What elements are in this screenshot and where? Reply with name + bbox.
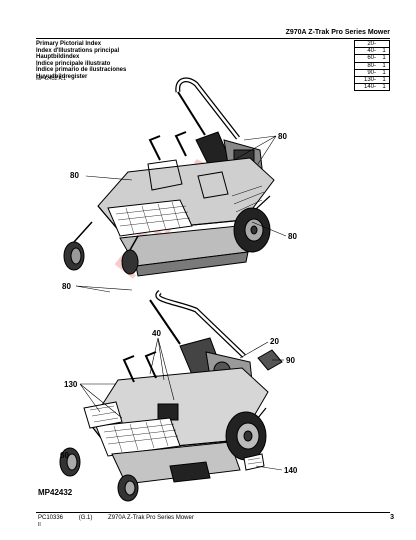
header-rule — [36, 38, 390, 39]
callout-80-right: 80 — [288, 232, 297, 241]
reference-label: 140- — [354, 83, 379, 92]
callout-130: 130 — [64, 380, 78, 389]
callout-80-bottom: 80 — [62, 282, 71, 291]
reference-mark: 1 — [379, 76, 390, 85]
top-mower-drawing — [63, 77, 275, 277]
callout-20: 20 — [270, 337, 279, 346]
reference-row: 130-1 — [354, 76, 390, 85]
reference-row: 80-1 — [354, 61, 390, 70]
callout-60: 60 — [60, 451, 69, 460]
reference-label: 20- — [354, 39, 379, 49]
index-title-en: Primary Pictorial Index — [36, 41, 102, 47]
page-header-title: Z970A Z-Trak Pro Series Mower — [285, 29, 390, 36]
reference-label: 90- — [354, 68, 379, 78]
reference-label: 80- — [354, 61, 379, 70]
footer-doc-code: PC10336 — [38, 515, 64, 521]
reference-mark: 1 — [379, 61, 390, 70]
index-title-sv: Huvudbildregister — [36, 73, 88, 80]
index-title-fr: Index d'Illustrations principal — [36, 47, 120, 54]
reference-label: 40- — [354, 47, 379, 56]
footer-left: PC10336 (G.1) Z970A Z-Trak Pro Series Mo… — [38, 515, 208, 521]
reference-row: 60-1 — [354, 54, 390, 63]
callout-90: 90 — [286, 356, 295, 365]
callout-80-top: 80 — [278, 132, 287, 141]
index-title-de: Hauptbildindex — [36, 54, 80, 61]
reference-row: 40-1 — [354, 47, 390, 56]
index-title-es: Índice primario de ilustraciones — [36, 67, 127, 74]
art-id: MP42432 — [38, 488, 73, 497]
index-title-it: Indice principale illustrato — [36, 60, 111, 67]
figure-code: MP42432 A.1 — [36, 76, 67, 82]
reference-row: 140-1 — [354, 83, 390, 92]
bottom-mower-drawing — [59, 290, 283, 502]
reference-label: 60- — [354, 54, 379, 63]
footer-sub: II — [38, 522, 41, 528]
reference-row: 90-1 — [354, 68, 390, 78]
leader-lines — [63, 135, 287, 471]
callout-40: 40 — [152, 329, 161, 338]
reference-mark: 1 — [379, 47, 390, 56]
page-number: 3 — [390, 514, 394, 521]
footer-revision: (G.1) — [78, 515, 93, 521]
index-title-block: Primary Pictorial Index Index d'Illustra… — [36, 41, 126, 81]
footer-rule — [36, 512, 390, 513]
reference-mark: 1 — [379, 54, 390, 63]
callout-80-left: 80 — [70, 171, 79, 180]
footer-doc-title: Z970A Z-Trak Pro Series Mower — [108, 515, 194, 521]
callout-140: 140 — [284, 466, 298, 475]
reference-mark: 1 — [379, 68, 390, 78]
reference-mark: 1 — [379, 83, 390, 92]
reference-label: 130- — [354, 76, 379, 85]
